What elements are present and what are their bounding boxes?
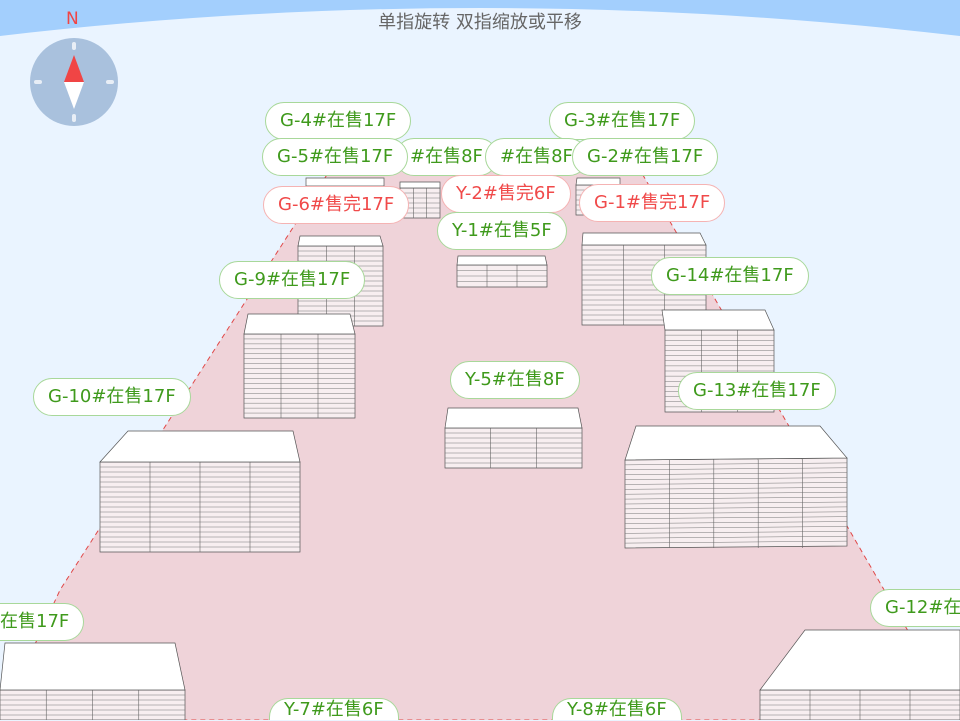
building-label-on-sale[interactable]: G-12#在 [870,589,960,627]
building-roof [662,310,774,330]
building-label-on-sale[interactable]: Y-5#在售8F [450,361,580,399]
building-label-on-sale[interactable]: 在售17F [0,603,84,641]
building-label-on-sale[interactable]: G-2#在售17F [572,138,718,176]
north-label: N [66,9,79,29]
building-label-on-sale[interactable]: G-14#在售17F [651,257,809,295]
building-front [244,334,355,418]
building-roof [400,182,440,188]
building-label-on-sale[interactable]: G-10#在售17F [33,378,191,416]
building-roof [582,233,706,245]
building-roof [445,408,582,428]
building-label-on-sale[interactable]: Y-8#在售6F [552,698,682,720]
building-roof [306,178,384,186]
building-roof [298,236,383,246]
building-roof [625,426,847,460]
gesture-hint: 单指旋转 双指缩放或平移 [0,8,960,34]
building-roof [0,643,185,690]
compass-icon[interactable] [30,38,118,126]
building-roof [457,256,547,265]
building-label-on-sale[interactable]: Y-7#在售6F [269,698,399,720]
building-label-sold-out[interactable]: G-1#售完17F [579,184,725,222]
building-label-on-sale[interactable]: G-4#在售17F [265,102,411,140]
building-roof [244,314,355,334]
building-label-on-sale[interactable]: Y-1#在售5F [437,212,567,250]
building-label-on-sale[interactable]: G-5#在售17F [262,138,408,176]
building-label-on-sale[interactable]: G-13#在售17F [678,372,836,410]
building-label-sold-out[interactable]: Y-2#售完6F [441,175,571,213]
building-roof [100,431,300,462]
building-label-on-sale[interactable]: G-3#在售17F [549,102,695,140]
building-label-on-sale[interactable]: #在售8F [395,138,498,176]
building-label-on-sale[interactable]: G-9#在售17F [219,261,365,299]
building-label-sold-out[interactable]: G-6#售完17F [263,186,409,224]
